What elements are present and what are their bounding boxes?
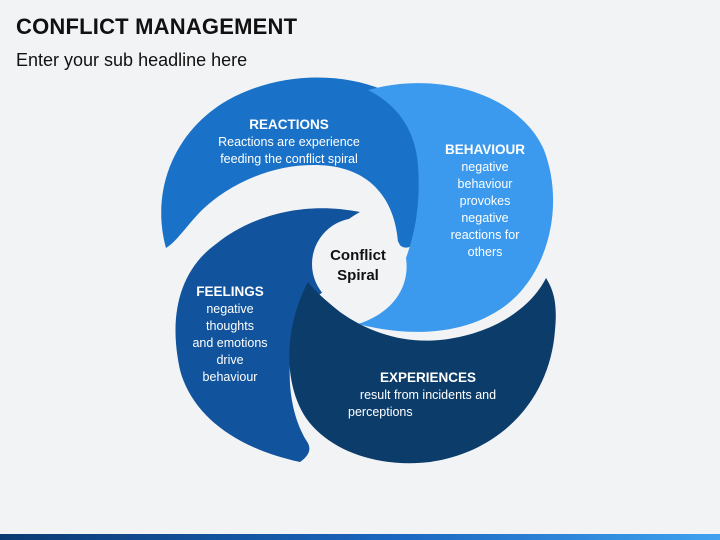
- segment-feelings-line: and emotions: [192, 336, 268, 350]
- segment-behaviour-line: provokes: [459, 194, 511, 208]
- segment-reactions-shape: [161, 77, 424, 248]
- segment-feelings-text: FEELINGS negative thoughts and emotions …: [178, 283, 282, 386]
- segment-feelings-line: behaviour: [202, 370, 258, 384]
- segment-experiences-shape: [289, 278, 556, 464]
- segment-experiences-line: result from incidents and: [359, 388, 497, 402]
- center-label-line-2: Spiral: [337, 267, 379, 284]
- segment-behaviour-line: behaviour: [457, 177, 513, 191]
- segment-experiences-line: perceptions: [348, 405, 413, 419]
- bottom-accent-bar: [0, 534, 720, 540]
- segment-behaviour-line: negative: [461, 160, 509, 174]
- segment-behaviour-line: others: [467, 245, 503, 259]
- segment-reactions-text: REACTIONS Reactions are experience feedi…: [196, 116, 382, 168]
- segment-feelings-heading: FEELINGS: [196, 284, 264, 299]
- spiral-center-hole: [312, 218, 404, 310]
- page-title: CONFLICT MANAGEMENT: [16, 14, 298, 39]
- segment-reactions-heading: REACTIONS: [249, 117, 329, 132]
- segment-behaviour-heading: BEHAVIOUR: [444, 142, 525, 157]
- segment-feelings-line: negative: [206, 302, 254, 316]
- segment-experiences-text: EXPERIENCES result from incidents and pe…: [338, 369, 518, 421]
- segment-reactions-line: Reactions are experience: [218, 135, 360, 149]
- segment-behaviour-line: negative: [461, 211, 509, 225]
- segment-feelings-line: drive: [216, 353, 244, 367]
- segment-reactions-line: feeding the conflict spiral: [220, 152, 358, 166]
- segment-feelings-line: thoughts: [206, 319, 254, 333]
- page-subtitle: Enter your sub headline here: [16, 50, 248, 70]
- center-label: Conflict Spiral: [318, 246, 398, 286]
- segment-behaviour-shape: [358, 83, 554, 332]
- segment-behaviour-text: BEHAVIOUR negative behaviour provokes ne…: [430, 141, 540, 261]
- segment-behaviour-line: reactions for: [450, 228, 520, 242]
- center-label-line-1: Conflict: [330, 247, 386, 264]
- segment-experiences-heading: EXPERIENCES: [379, 370, 477, 385]
